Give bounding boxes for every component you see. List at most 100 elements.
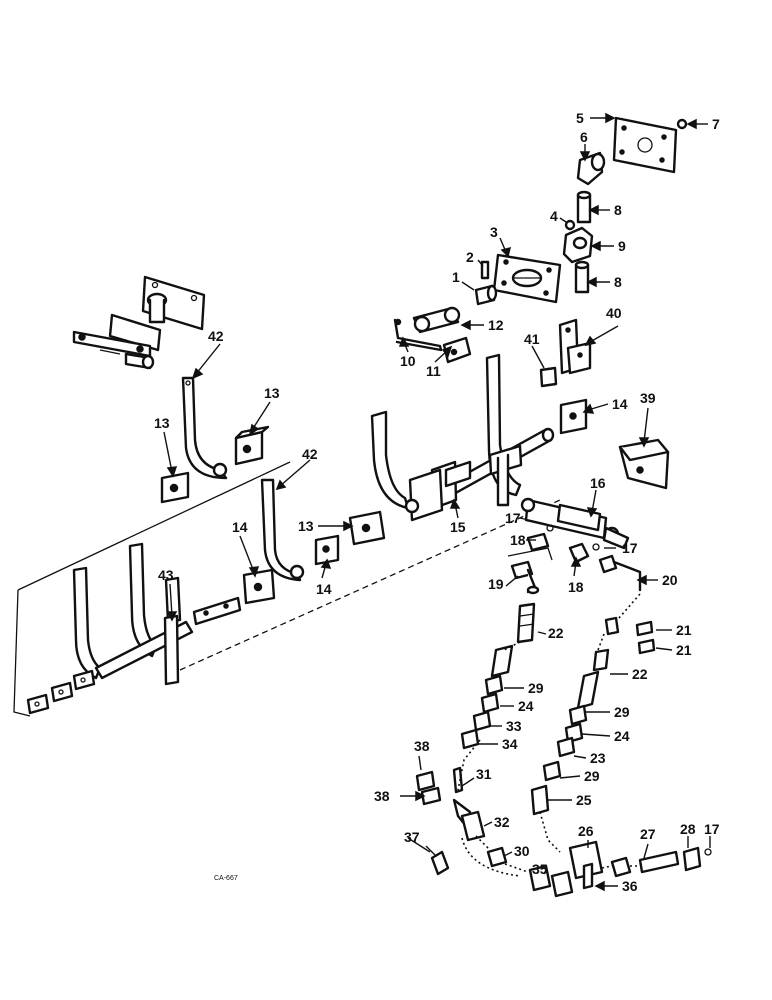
callout-9: 9 [618, 238, 626, 254]
callout-27: 27 [640, 826, 656, 842]
washers-17 [546, 524, 712, 856]
callout-16: 16 [590, 475, 606, 491]
left-pedal-arm-42 [181, 376, 228, 480]
callout-13c: 13 [298, 518, 314, 534]
bracket-13-left [160, 471, 190, 504]
pedal-pads [26, 669, 96, 715]
fitting-18-left [507, 532, 553, 561]
callout-29c: 29 [584, 768, 600, 784]
callout-31: 31 [476, 766, 492, 782]
callout-5: 5 [576, 110, 584, 126]
callout-8a: 8 [614, 202, 622, 218]
callout-22b: 22 [632, 666, 648, 682]
callout-14b: 14 [232, 519, 248, 535]
callout-3: 3 [490, 224, 498, 240]
callout-17b: 17 [622, 540, 638, 556]
callout-29b: 29 [614, 704, 630, 720]
hose-column-right [530, 616, 702, 890]
callout-17a: 17 [505, 510, 521, 526]
bushing-1 [474, 284, 498, 306]
bushing-41 [539, 366, 558, 388]
callout-25: 25 [576, 792, 592, 808]
hose-column-left [452, 602, 574, 898]
pivot-6 [576, 151, 606, 186]
callout-29a: 29 [528, 680, 544, 696]
pin-8-upper [576, 190, 592, 224]
hose-line-left [457, 641, 529, 873]
collar-9 [562, 226, 594, 264]
callout-35: 35 [532, 861, 548, 877]
bracket-39 [618, 438, 670, 490]
callout-7: 7 [712, 116, 720, 132]
master-cylinder-16 [520, 497, 630, 550]
callout-40: 40 [606, 305, 622, 321]
callout-32: 32 [494, 814, 510, 830]
elbow-19 [510, 560, 540, 595]
callout-4: 4 [550, 208, 558, 224]
callout-10: 10 [400, 353, 416, 369]
callout-28: 28 [680, 821, 696, 837]
callout-20: 20 [662, 572, 678, 588]
hose-loop [461, 837, 521, 877]
assembly-outline [13, 461, 291, 717]
plate-14-right [559, 398, 588, 435]
callout-8b: 8 [614, 274, 622, 290]
callout-1: 1 [452, 269, 460, 285]
callout-15: 15 [450, 519, 466, 535]
fitting-4 [564, 219, 576, 231]
screw-7 [676, 118, 688, 130]
callout-33: 33 [506, 718, 522, 734]
callout-36: 36 [622, 878, 638, 894]
callout-12: 12 [488, 317, 504, 333]
callout-14a: 14 [612, 396, 628, 412]
hinge-40 [558, 318, 592, 375]
callout-18b: 18 [568, 579, 584, 595]
callout-labels: 5 6 7 8 4 9 3 8 2 1 12 10 11 40 41 14 39… [154, 110, 720, 894]
fitting-38-lower [420, 786, 442, 806]
bracket-13-center [348, 510, 386, 546]
callout-42b: 42 [302, 446, 318, 462]
callout-14c: 14 [316, 581, 332, 597]
callout-24b: 24 [614, 728, 630, 744]
callout-24a: 24 [518, 698, 534, 714]
callout-38b: 38 [374, 788, 390, 804]
callout-38a: 38 [414, 738, 430, 754]
callout-30: 30 [514, 843, 530, 859]
callout-26: 26 [578, 823, 594, 839]
callout-39: 39 [640, 390, 656, 406]
bracket-14-small [314, 534, 340, 566]
callout-37: 37 [404, 829, 420, 845]
assembled-pedal-mount [72, 275, 206, 370]
callout-34: 34 [502, 736, 518, 752]
callout-23: 23 [590, 750, 606, 766]
callout-43: 43 [158, 567, 174, 583]
screws-21 [635, 620, 656, 655]
pedal-shaft-assembly-15 [370, 353, 555, 522]
callout-21a: 21 [676, 622, 692, 638]
figure-code: CA-667 [214, 875, 238, 882]
callout-22a: 22 [548, 625, 564, 641]
callout-2: 2 [466, 249, 474, 265]
callout-6: 6 [580, 129, 588, 145]
bracket-14-left [242, 568, 276, 605]
callout-21b: 21 [676, 642, 692, 658]
callout-13a: 13 [264, 385, 280, 401]
link-12 [412, 306, 461, 334]
leader-lines [163, 112, 711, 892]
mounting-plate-5 [612, 116, 678, 174]
callout-19: 19 [488, 576, 504, 592]
fitting-18-right [568, 542, 590, 564]
pin-2 [480, 260, 490, 280]
callout-17c: 17 [704, 821, 720, 837]
pin-8-lower [574, 260, 590, 294]
callout-42a: 42 [208, 328, 224, 344]
callout-11: 11 [426, 363, 441, 379]
callout-18a: 18 [510, 532, 526, 548]
right-pedal-arm-42 [260, 478, 305, 582]
bracket-3 [492, 253, 562, 304]
pedal-bar-43 [72, 542, 242, 686]
fitting-38-upper [415, 770, 436, 792]
bracket-37 [425, 845, 450, 876]
callout-13b: 13 [154, 415, 170, 431]
